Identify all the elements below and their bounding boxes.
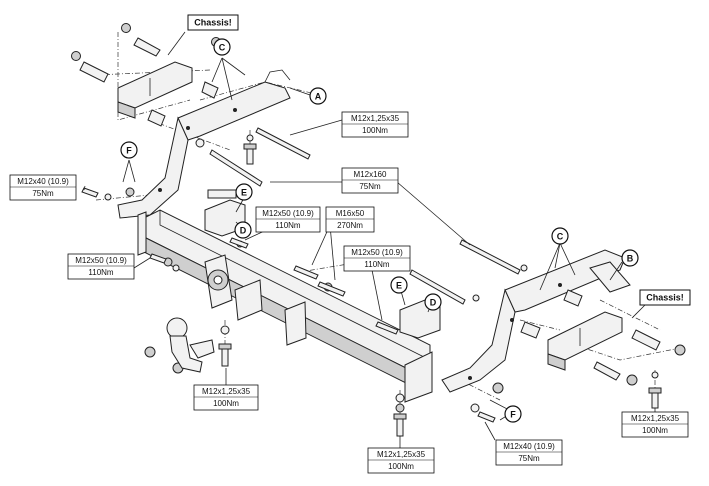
spec-box-3-torque: 75Nm (359, 182, 381, 191)
callout-A: A (309, 87, 327, 105)
spec-box-3: M12x160 75Nm (341, 167, 399, 194)
spec-box-8-bolt: M12x1,25x35 (202, 387, 251, 396)
callout-D-left-letter: D (240, 226, 247, 236)
spec-box-8-torque: 100Nm (213, 399, 239, 408)
spacer-tubes (79, 37, 661, 381)
spec-box-6-torque: 110Nm (88, 268, 114, 277)
callout-F-left: F (120, 141, 138, 159)
chassis-warning-left-text: Chassis! (194, 18, 232, 28)
spec-box-4-bolt: M12x50 (10.9) (262, 209, 314, 218)
spec-box-1: M12x1,25x35 100Nm (341, 111, 409, 138)
tow-ball (166, 317, 215, 373)
chassis-warning-left: Chassis! (187, 14, 239, 31)
spec-box-9: M12x1,25x35 100Nm (367, 447, 435, 474)
callout-B: B (621, 249, 639, 267)
spec-box-9-torque: 100Nm (388, 462, 414, 471)
callout-A-letter: A (315, 92, 322, 102)
main-crossbar (137, 209, 433, 403)
spec-box-5: M16x50 270Nm (325, 206, 375, 233)
spec-box-7-bolt: M12x50 (10.9) (351, 248, 403, 257)
left-side-bracket (117, 69, 291, 219)
spec-box-11-bolt: M12x1,25x35 (631, 414, 680, 423)
spec-box-4-torque: 110Nm (275, 221, 301, 230)
spec-box-11: M12x1,25x35 100Nm (621, 411, 689, 438)
callout-C-left-letter: C (219, 43, 226, 53)
callout-D-left: D (234, 221, 252, 239)
right-side-bracket (441, 249, 631, 393)
spec-box-5-bolt: M16x50 (336, 209, 365, 218)
callout-C-right: C (551, 227, 569, 245)
spec-box-2-bolt: M12x40 (10.9) (17, 177, 69, 186)
callout-F-right-letter: F (510, 410, 516, 420)
spec-box-8: M12x1,25x35 100Nm (193, 384, 259, 411)
spec-box-9-bolt: M12x1,25x35 (377, 450, 426, 459)
right-chassis-spacer (547, 311, 623, 371)
callout-E-left-letter: E (241, 188, 247, 198)
spec-box-5-torque: 270Nm (337, 221, 363, 230)
callout-B-letter: B (627, 254, 634, 264)
spec-box-1-bolt: M12x1,25x35 (351, 114, 400, 123)
spec-box-6-bolt: M12x50 (10.9) (75, 256, 127, 265)
long-bolts (209, 127, 521, 305)
spec-box-10-bolt: M12x40 (10.9) (503, 442, 555, 451)
spec-box-1-torque: 100Nm (362, 126, 388, 135)
left-chassis-spacer (117, 61, 193, 119)
spec-box-3-bolt: M12x160 (354, 170, 387, 179)
spec-box-10: M12x40 (10.9) 75Nm (495, 439, 563, 466)
chassis-warning-right: Chassis! (639, 289, 691, 306)
callout-D-right-letter: D (430, 298, 437, 308)
callout-D-right: D (424, 293, 442, 311)
chassis-warning-right-text: Chassis! (646, 293, 684, 303)
spec-box-7-torque: 110Nm (364, 260, 390, 269)
horizontal-bolts (81, 187, 496, 423)
spec-box-11-torque: 100Nm (642, 426, 668, 435)
spec-box-2-torque: 75Nm (32, 189, 54, 198)
callout-C-right-letter: C (557, 232, 564, 242)
callout-C-left: C (213, 38, 231, 56)
spec-box-10-torque: 75Nm (518, 454, 540, 463)
vertical-bolts (218, 143, 662, 437)
callout-E-right-letter: E (396, 281, 402, 291)
callout-F-left-letter: F (126, 146, 132, 156)
spec-box-2: M12x40 (10.9) 75Nm (9, 174, 77, 201)
spec-box-7: M12x50 (10.9) 110Nm (343, 245, 411, 272)
spec-box-4: M12x50 (10.9) 110Nm (255, 206, 321, 233)
callout-F-right: F (504, 405, 522, 423)
callout-E-left: E (235, 183, 253, 201)
callout-E-right: E (390, 276, 408, 294)
spec-box-6: M12x50 (10.9) 110Nm (67, 253, 135, 280)
